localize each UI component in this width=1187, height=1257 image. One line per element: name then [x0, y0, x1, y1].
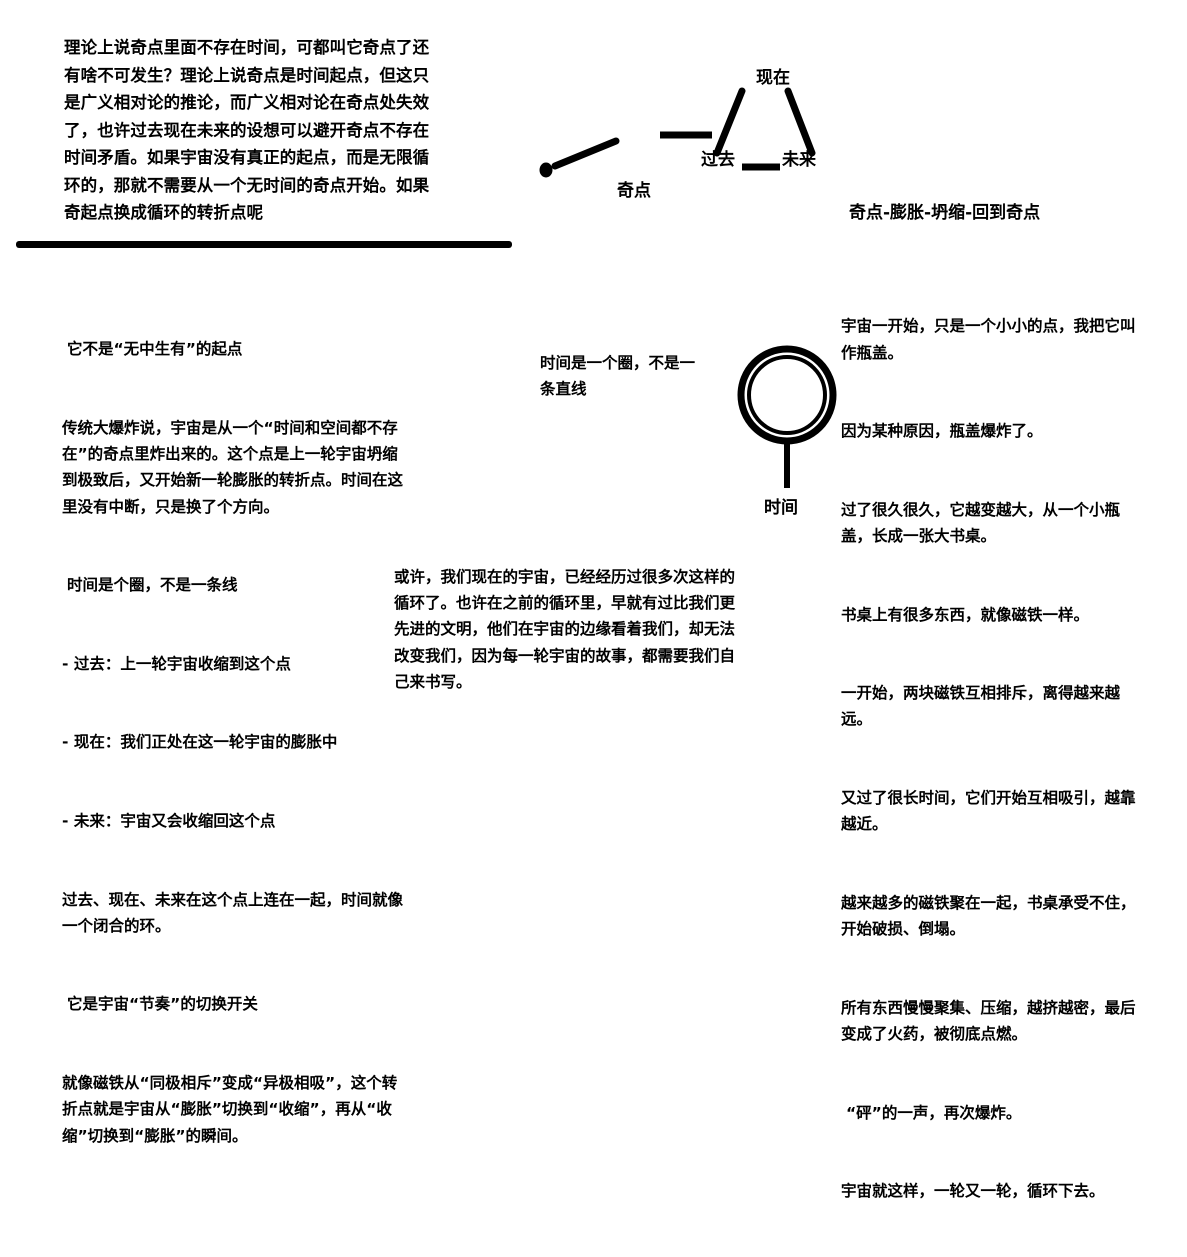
loop-caption: 时间是一个圈，不是一条直线 — [540, 354, 696, 399]
inner-ring-circle — [747, 355, 827, 435]
time-loop-diagram: 时间 — [718, 332, 863, 522]
left-line-8: 它是宇宙“节奏”的切换开关 — [67, 995, 258, 1014]
diagram-label-time: 时间 — [764, 498, 798, 518]
left-line-3: 时间是个圈，不是一条线 — [67, 576, 238, 595]
right-line-9: “砰”的一声，再次爆炸。 — [846, 1103, 1022, 1122]
left-line-7: 过去、现在、未来在这个点上连在一起，时间就像一个闭合的环。 — [62, 890, 404, 935]
right-line-1: 宇宙一开始，只是一个小小的点，我把它叫作瓶盖。 — [841, 317, 1136, 362]
diagram-label-future: 未来 — [782, 150, 816, 170]
section-divider — [16, 241, 512, 248]
left-line-6: - 未来：宇宙又会收缩回这个点 — [62, 812, 276, 831]
dot-to-singularity-line — [551, 137, 620, 170]
right-line-2: 因为某种原因，瓶盖爆炸了。 — [841, 422, 1043, 441]
diagram-label-past: 过去 — [701, 150, 735, 170]
right-line-6: 又过了很长时间，它们开始互相吸引，越靠越近。 — [841, 789, 1136, 834]
past-to-present-line — [713, 87, 746, 157]
outer-ring-circle — [737, 345, 837, 445]
left-line-9: 就像磁铁从“同极相斥”变成“异极相吸”，这个转折点就是宇宙从“膨胀”切换到“收缩… — [62, 1074, 398, 1145]
left-line-5: - 现在：我们正处在这一轮宇宙的膨胀中 — [62, 733, 338, 752]
middle-bottom-paragraph: 或许，我们现在的宇宙，已经经历过很多次这样的循环了。也许在之前的循环里，早就有过… — [394, 568, 736, 691]
cycle-caption: 奇点-膨胀-坍缩-回到奇点 — [849, 203, 1041, 223]
time-loop-svg — [737, 345, 837, 488]
right-text-column: 宇宙一开始，只是一个小小的点，我把它叫作瓶盖。 因为某种原因，瓶盖爆炸了。 过了… — [841, 261, 1139, 1257]
diagram-label-singularity: 奇点 — [617, 181, 651, 201]
right-line-3: 过了很久很久，它越变越大，从一个小瓶盖，长成一张大书桌。 — [841, 500, 1121, 546]
right-line-4: 书桌上有很多东西，就像磁铁一样。 — [841, 605, 1090, 624]
page-canvas: 理论上说奇点里面不存在时间，可都叫它奇点了还有啥不可发生？理论上说奇点是时间起点… — [16, 38, 1136, 1200]
present-to-future-line — [784, 87, 816, 157]
diagram-label-present: 现在 — [756, 68, 790, 88]
right-line-7: 越来越多的磁铁聚在一起，书桌承受不住，开始破损、倒塌。 — [841, 893, 1136, 939]
right-line-5: 一开始，两块磁铁互相排斥，离得越来越远。 — [841, 684, 1121, 729]
intro-paragraph: 理论上说奇点里面不存在时间，可都叫它奇点了还有啥不可发生？理论上说奇点是时间起点… — [64, 38, 430, 222]
right-line-10: 宇宙就这样，一轮又一轮，循环下去。 — [841, 1182, 1105, 1201]
singularity-diagram: 奇点 现在 过去 未来 — [520, 55, 860, 240]
origin-dot — [539, 162, 553, 178]
right-line-8: 所有东西慢慢聚集、压缩，越挤越密，最后变成了火药，被彻底点燃。 — [841, 998, 1136, 1043]
left-line-1: 它不是“无中生有”的起点 — [67, 340, 243, 359]
singularity-diagram-svg — [539, 87, 816, 178]
left-line-4: - 过去：上一轮宇宙收缩到这个点 — [62, 654, 291, 673]
left-line-2: 传统大爆炸说，宇宙是从一个“时间和空间都不存在”的奇点里炸出来的。这个点是上一轮… — [62, 419, 404, 516]
left-text-column: 它不是“无中生有”的起点 传统大爆炸说，宇宙是从一个“时间和空间都不存在”的奇点… — [62, 284, 410, 1201]
